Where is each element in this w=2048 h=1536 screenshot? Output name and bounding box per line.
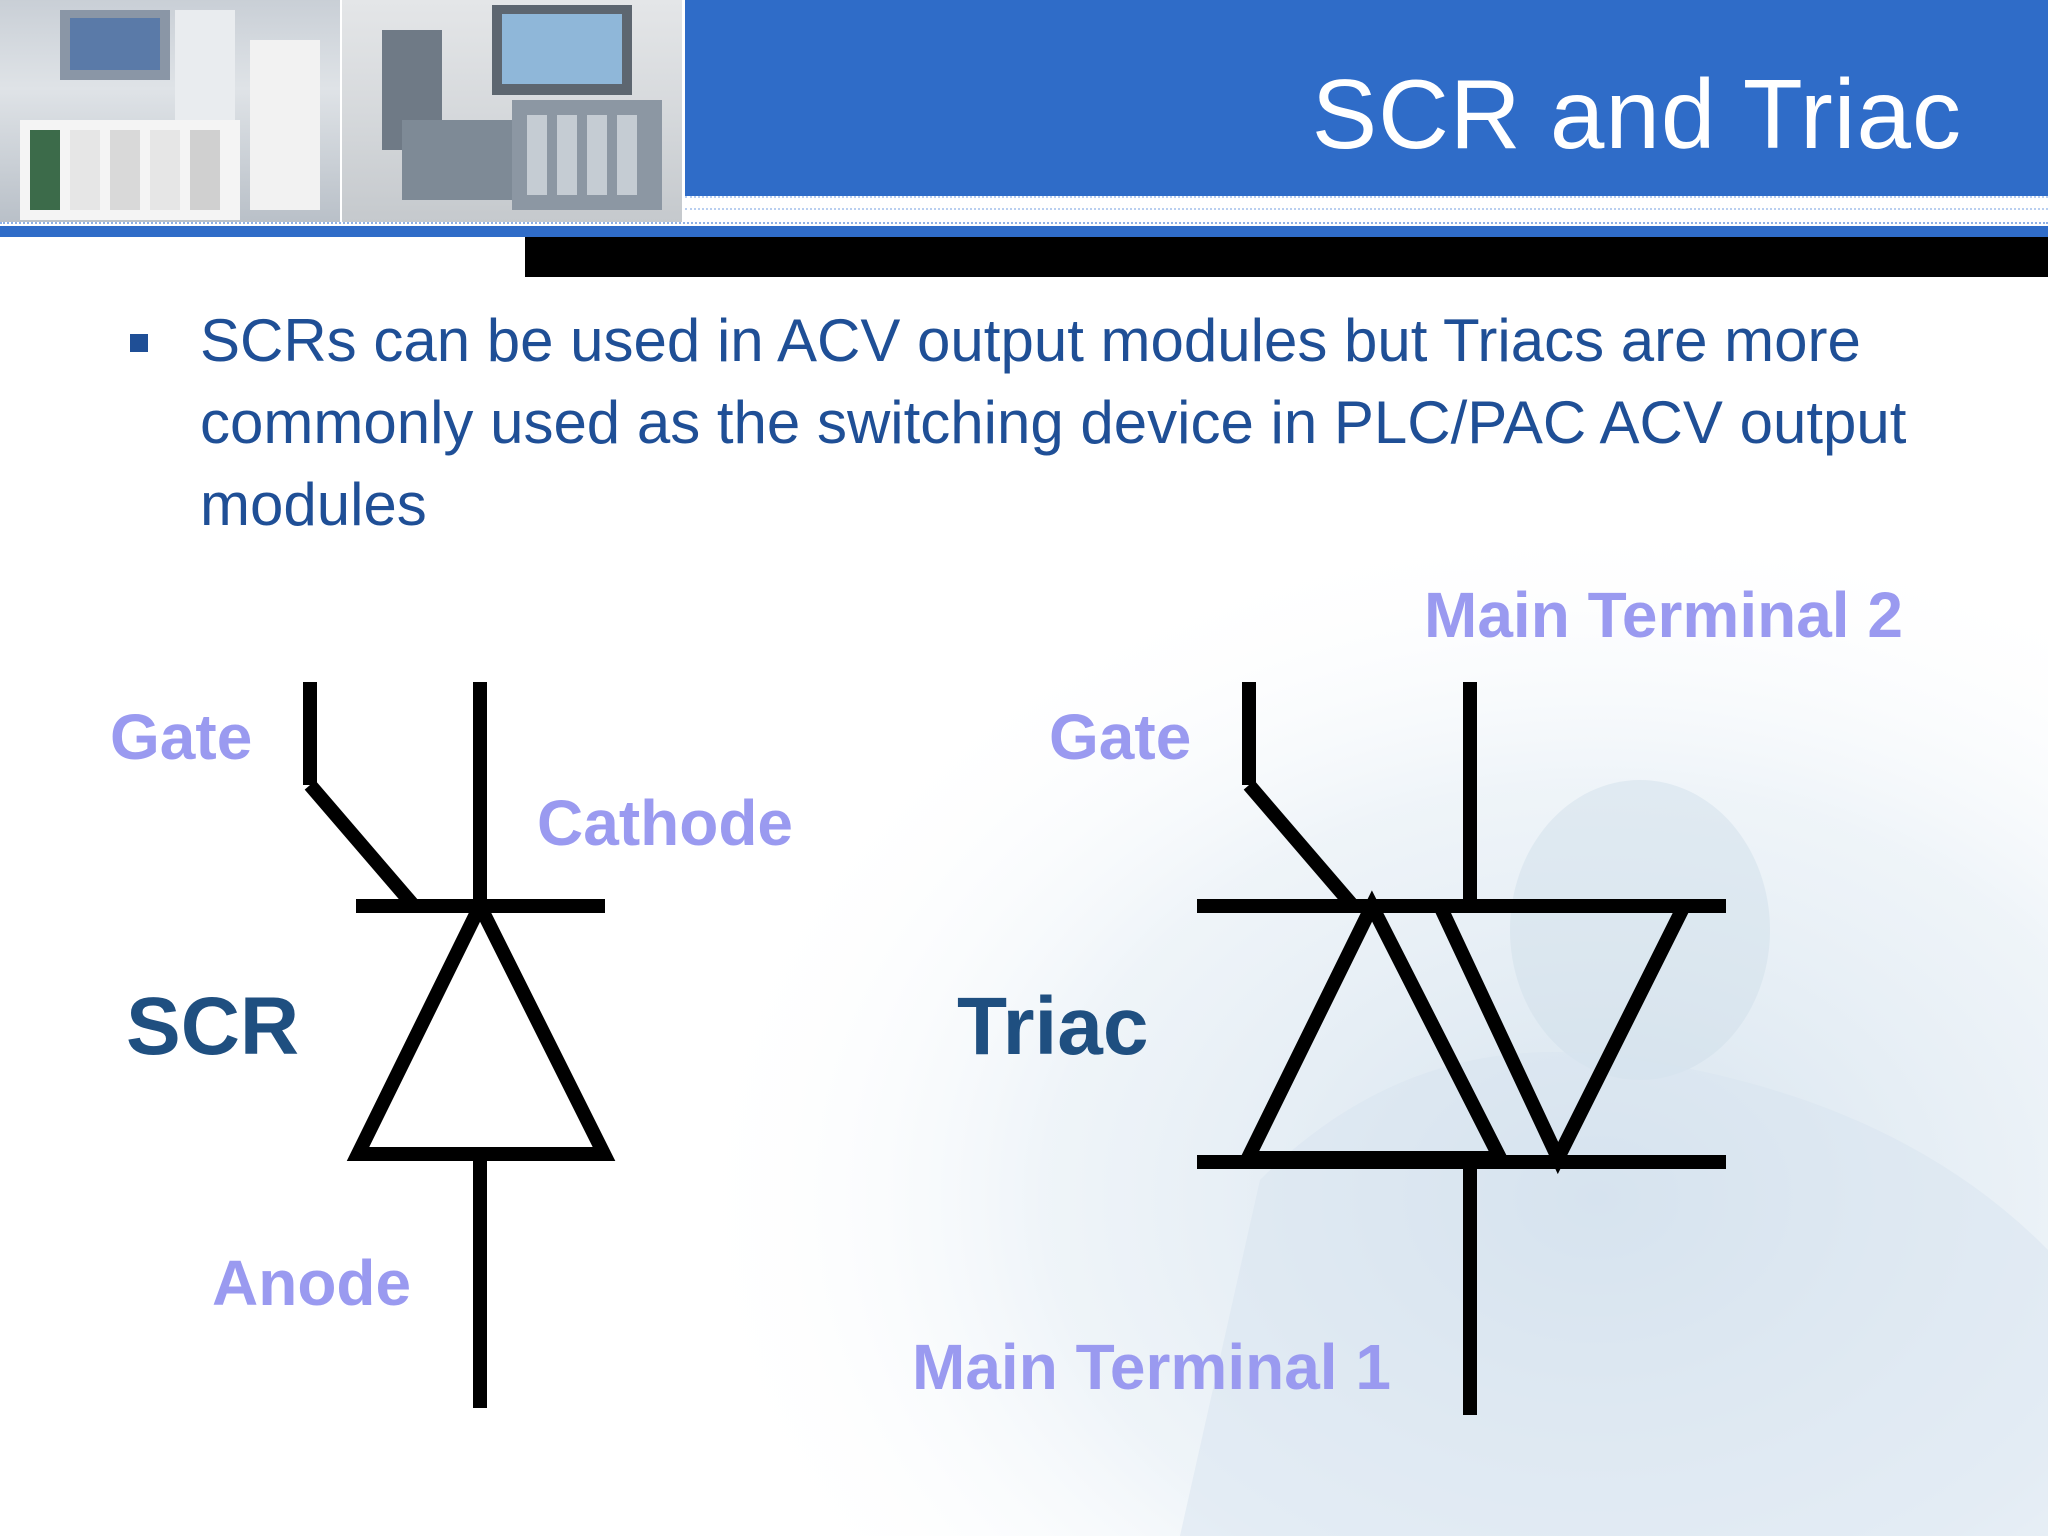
scr-anode-label: Anode xyxy=(212,1247,412,1319)
bullet-text: SCRs can be used in ACV output modules b… xyxy=(200,307,1907,538)
header-photo-right xyxy=(342,0,684,222)
triac-triangle-down xyxy=(1428,899,1696,1175)
scr-name: SCR xyxy=(126,981,300,1072)
scr-gate-label: Gate xyxy=(110,701,253,773)
triac-name: Triac xyxy=(957,981,1149,1072)
triac-gate-label: Gate xyxy=(1049,701,1192,773)
header-dotted-rule-2 xyxy=(685,208,2048,210)
slide-title: SCR and Triac xyxy=(1311,59,1962,169)
header-photo-left xyxy=(0,0,342,222)
triac-mt2-label: Main Terminal 2 xyxy=(1424,579,1903,651)
triac-mt1-label: Main Terminal 1 xyxy=(912,1331,1391,1403)
header-blue-bar xyxy=(0,226,2048,237)
triac-gate-diagonal xyxy=(1243,780,1359,911)
header-dotted-rule-1 xyxy=(685,196,2048,198)
scr-symbol xyxy=(303,682,616,1408)
scr-cathode-label: Cathode xyxy=(537,787,793,859)
header-dotted-rule-3 xyxy=(0,222,2048,224)
bullet-marker xyxy=(130,334,148,352)
header-band xyxy=(685,0,2048,196)
scr-triangle xyxy=(346,890,616,1161)
scr-gate-diagonal xyxy=(304,780,420,911)
header-white-notch xyxy=(0,237,525,259)
triac-symbol xyxy=(1197,682,1726,1415)
header-black-bar xyxy=(525,237,2048,277)
